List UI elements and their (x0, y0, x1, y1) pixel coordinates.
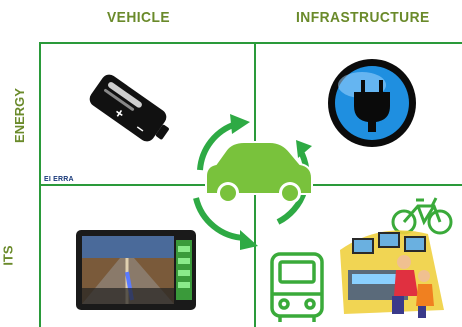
bus-icon (270, 252, 324, 322)
gps-navigation-device-icon (76, 230, 196, 310)
car-cycle-icon (193, 114, 313, 250)
column-header-vehicle: VEHICLE (107, 9, 171, 26)
quadrant-tag: EI ERRA (44, 176, 74, 183)
bicycle-icon (391, 197, 453, 235)
battery-icon: + – (89, 74, 169, 142)
grid-line-top (40, 42, 462, 44)
power-plug-icon (328, 59, 416, 147)
column-header-infrastructure: INFRASTRUCTURE (296, 9, 430, 26)
control-room-operator-icon (340, 230, 444, 318)
